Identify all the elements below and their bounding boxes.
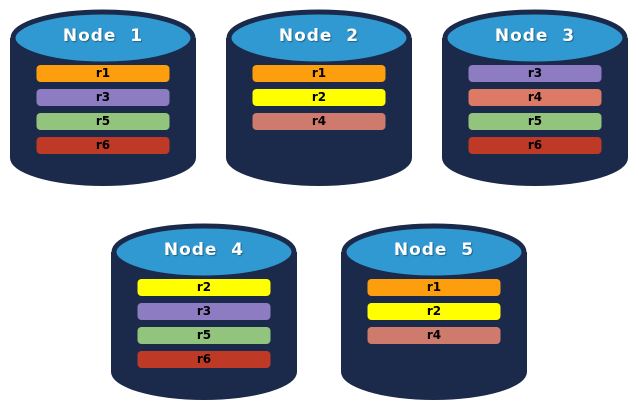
replica-bar: r6	[36, 137, 170, 154]
replica-bar: r6	[137, 351, 271, 368]
cylinder-cap	[111, 223, 297, 281]
replica-list: r1 r3 r5 r6	[36, 65, 170, 154]
node-title: Node 2	[278, 26, 360, 46]
replica-bar: r1	[36, 65, 170, 82]
node-title: Node 5	[393, 240, 475, 260]
replica-bar: r2	[252, 89, 386, 106]
cylinder-cap	[226, 9, 412, 67]
replica-list: r2 r3 r5 r6	[137, 279, 271, 368]
replica-list: r1 r2 r4	[367, 279, 501, 344]
replica-bar: r6	[468, 137, 602, 154]
node-4: Node 4 r2 r3 r5 r6	[109, 222, 299, 402]
node-1: Node 1 r1 r3 r5 r6	[8, 8, 198, 188]
replica-bar: r1	[252, 65, 386, 82]
cylinder-cap	[442, 9, 628, 67]
replica-bar: r3	[468, 65, 602, 82]
replica-bar: r5	[137, 327, 271, 344]
replica-bar: r3	[36, 89, 170, 106]
node-title: Node 3	[494, 26, 576, 46]
replica-bar: r2	[367, 303, 501, 320]
replica-bar: r4	[367, 327, 501, 344]
replica-bar: r5	[36, 113, 170, 130]
replica-bar: r3	[137, 303, 271, 320]
replica-list: r1 r2 r4	[252, 65, 386, 130]
node-5: Node 5 r1 r2 r4	[339, 222, 529, 402]
top-row: Node 1 r1 r3 r5 r6 Node 2 r1 r2 r4	[0, 0, 638, 188]
replica-bar: r2	[137, 279, 271, 296]
cylinder-cap	[10, 9, 196, 67]
node-3: Node 3 r3 r4 r5 r6	[440, 8, 630, 188]
replica-bar: r4	[468, 89, 602, 106]
replica-list: r3 r4 r5 r6	[468, 65, 602, 154]
node-2: Node 2 r1 r2 r4	[224, 8, 414, 188]
replica-bar: r5	[468, 113, 602, 130]
bottom-row: Node 4 r2 r3 r5 r6 Node 5 r1 r2 r4	[0, 222, 638, 402]
replica-bar: r4	[252, 113, 386, 130]
node-title: Node 4	[163, 240, 245, 260]
replica-bar: r1	[367, 279, 501, 296]
node-title: Node 1	[62, 26, 144, 46]
cylinder-cap	[341, 223, 527, 281]
